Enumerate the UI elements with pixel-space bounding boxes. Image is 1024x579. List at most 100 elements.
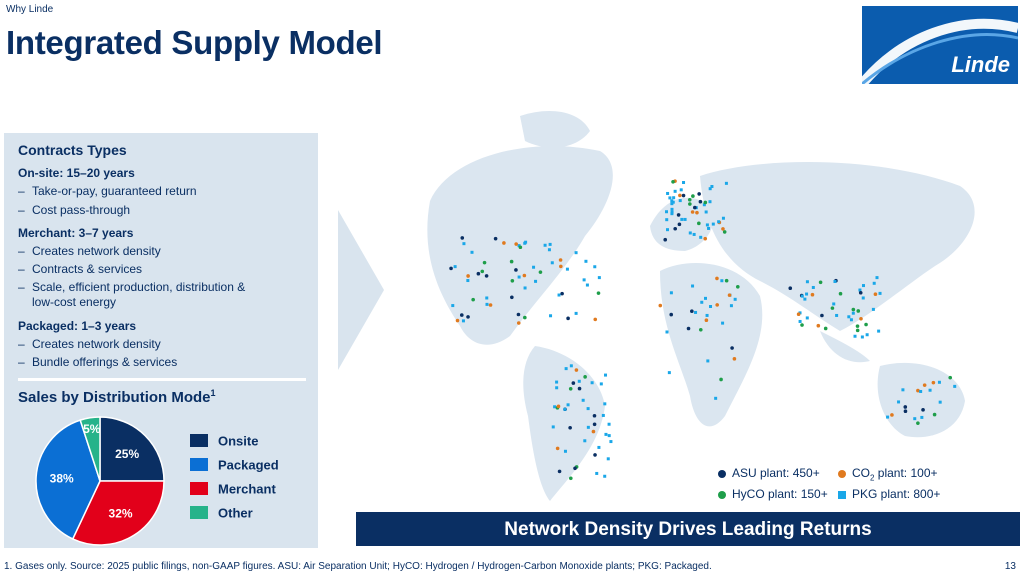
plant-marker (706, 359, 710, 363)
plant-marker (708, 200, 712, 204)
plant-marker (707, 226, 711, 230)
plant-marker (673, 189, 677, 193)
plant-marker (459, 313, 464, 317)
plant-marker (586, 425, 590, 429)
plant-marker (574, 251, 578, 255)
plant-marker (682, 181, 686, 185)
plant-marker (820, 313, 824, 318)
plant-marker (903, 405, 908, 409)
plant-marker (692, 232, 696, 236)
plant-marker (599, 382, 603, 386)
plant-marker (931, 380, 936, 385)
plant-marker (729, 304, 733, 308)
plant-marker (704, 210, 708, 214)
bullet: –Contracts & services (18, 262, 143, 276)
plant-marker (560, 291, 564, 296)
plant-marker (698, 327, 703, 332)
plant-marker (705, 313, 709, 317)
plant-marker (658, 303, 663, 308)
merchant-label: Merchant: 3–7 years (18, 226, 134, 240)
onsite-label: On-site: 15–20 years (18, 166, 135, 180)
plant-marker (549, 314, 553, 318)
plant-marker (851, 311, 855, 315)
section-kicker: Why Linde (6, 4, 54, 15)
plant-marker (714, 396, 718, 400)
logo-text: Linde (951, 52, 1010, 77)
plant-marker (609, 440, 613, 444)
plant-marker (680, 217, 684, 221)
map-legend-co2: CO2 plant: 100+ (838, 466, 938, 482)
plant-marker (688, 202, 692, 206)
network-density-banner: Network Density Drives Leading Returns (356, 512, 1020, 546)
plant-marker (921, 408, 925, 412)
plant-marker (683, 217, 687, 221)
plant-marker (558, 258, 563, 262)
plant-marker (715, 276, 719, 281)
chevron-right-icon (338, 210, 384, 370)
plant-marker (922, 383, 927, 387)
plant-marker (523, 286, 527, 290)
plant-marker (916, 388, 920, 393)
plant-marker (607, 434, 611, 438)
plant-marker (555, 386, 559, 390)
bullet: –Scale, efficient production, distributi… (18, 280, 246, 309)
plant-marker (547, 248, 551, 252)
plant-marker (859, 316, 863, 321)
pie-slice-other (79, 416, 101, 482)
plant-marker (571, 381, 576, 385)
plant-marker (920, 415, 924, 419)
plant-marker (872, 281, 876, 285)
plant-marker (577, 386, 582, 391)
plant-marker (493, 236, 498, 241)
plant-marker (593, 265, 597, 269)
plant-marker (665, 210, 669, 214)
plant-marker (732, 357, 737, 361)
plant-marker (698, 199, 703, 204)
plant-marker (724, 181, 728, 185)
pie-label-merchant: 32% (109, 506, 133, 520)
footnote: 1. Gases only. Source: 2025 public filin… (4, 561, 712, 572)
logo-arc-icon (862, 18, 1018, 84)
plant-marker (796, 312, 801, 317)
plant-marker (585, 283, 589, 287)
plant-marker (601, 413, 605, 417)
plant-marker (897, 400, 901, 404)
plant-marker (574, 368, 579, 372)
legend-item-other: Other (190, 504, 253, 522)
plant-marker (461, 319, 465, 323)
plant-marker (875, 276, 879, 280)
plant-marker (466, 274, 470, 278)
plant-marker (853, 334, 857, 338)
plant-marker (577, 379, 581, 383)
plant-marker (460, 236, 465, 240)
plant-marker (593, 453, 597, 457)
plant-marker (466, 315, 470, 319)
plant-marker (856, 309, 861, 313)
plant-marker (592, 422, 597, 427)
plant-marker (722, 230, 727, 234)
plant-marker (517, 275, 521, 279)
plant-marker (937, 380, 941, 384)
divider (18, 378, 306, 381)
plant-marker (569, 476, 573, 481)
plant-marker (597, 445, 601, 449)
contracts-panel: Contracts Types On-site: 15–20 years –Ta… (4, 133, 318, 548)
contracts-heading: Contracts Types (18, 142, 127, 158)
plant-marker (798, 319, 802, 323)
plant-marker (676, 213, 681, 217)
plant-marker (510, 295, 514, 300)
plant-marker (568, 387, 573, 391)
plant-marker (581, 398, 585, 402)
plant-marker (699, 235, 703, 239)
plant-marker (553, 405, 557, 409)
plant-marker (878, 291, 882, 295)
plant-marker (948, 375, 953, 380)
plant-marker (665, 330, 669, 334)
plant-marker (818, 280, 823, 285)
plant-marker (886, 415, 890, 419)
plant-marker (727, 293, 732, 297)
pie-slice-packaged (35, 419, 101, 540)
plant-marker (677, 222, 682, 227)
plant-marker (690, 210, 695, 214)
plant-marker (704, 318, 709, 323)
